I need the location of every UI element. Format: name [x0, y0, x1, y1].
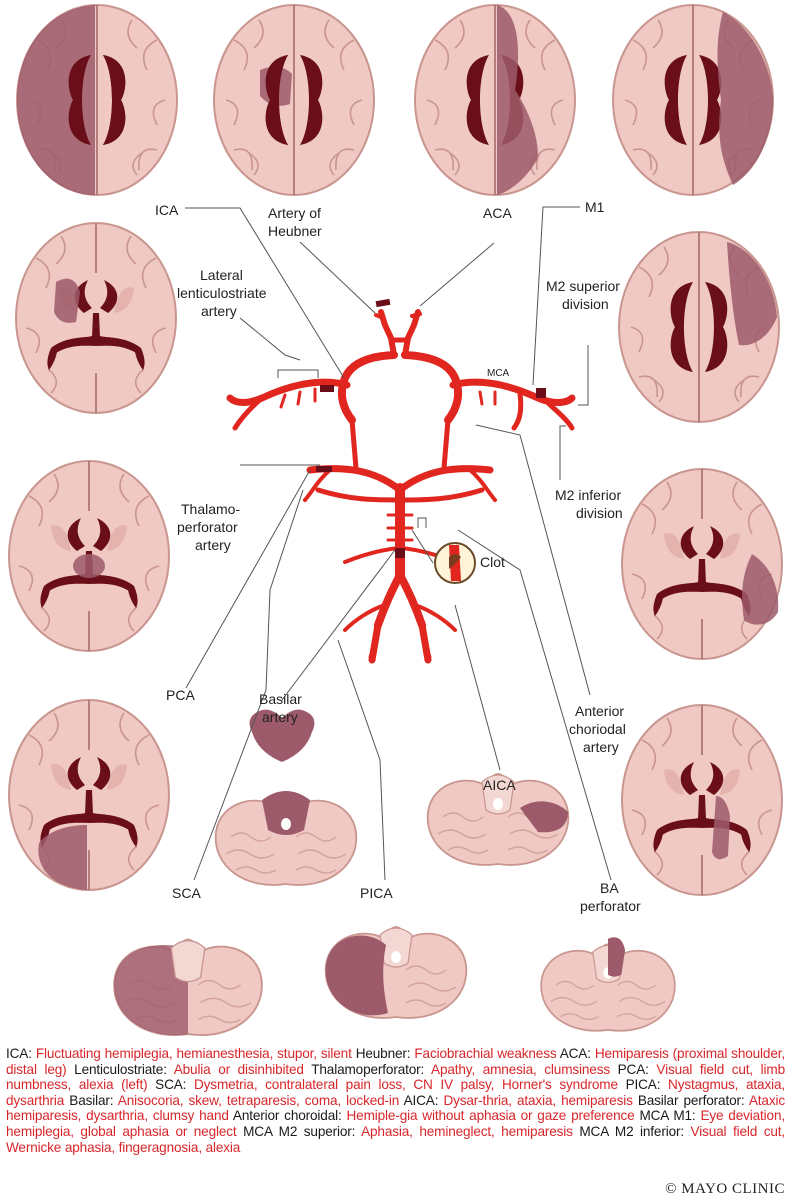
legend-value: Dysar-thria, ataxia, hemiparesis [443, 1092, 633, 1108]
label-basilar-1: Basilar [259, 691, 302, 707]
label-m2-superior-2: division [562, 296, 609, 312]
legend-value: Dysmetria, contralateral pain loss, CN I… [193, 1077, 618, 1093]
brain-aca-territory [414, 4, 576, 196]
label-m2-inferior-2: division [576, 505, 623, 521]
label-aica: AICA [483, 777, 516, 793]
legend-value: Eye deviation, hemiplegia, global aphasi… [6, 1108, 785, 1139]
label-pica: PICA [360, 885, 393, 901]
legend-value: Aphasia, hemineglect, hemiparesis [361, 1123, 573, 1139]
basilar-pons-section [214, 791, 358, 886]
legend-key: MCA M2 superior: [236, 1123, 362, 1139]
ba-perforator-section [540, 937, 676, 1032]
label-pca: PCA [166, 687, 195, 703]
legend-key: PCA: [610, 1061, 657, 1077]
stroke-territory-diagram: ICA Artery of Heubner ACA M1 Lateral len… [8, 4, 783, 1037]
label-m1: M1 [585, 199, 605, 215]
brain-anterior-choroidal-territory [621, 704, 783, 896]
label-ba-2: perforator [580, 898, 641, 914]
label-lenticulo-2: lenticulostriate [177, 285, 267, 301]
pica-section [324, 926, 468, 1019]
label-ba-1: BA [600, 880, 619, 896]
brain-pca-territory [8, 699, 170, 891]
label-m2-superior-1: M2 superior [546, 278, 620, 294]
arterial-tree [226, 298, 576, 664]
label-sca: SCA [172, 885, 201, 901]
brain-lenticulostriate-territory [15, 222, 177, 414]
legend-value: Abulia or disinhibited [173, 1061, 304, 1077]
legend-key: PICA: [617, 1077, 669, 1093]
brain-thalamoperforator-territory [8, 460, 170, 652]
legend-value: Hemiparesis (proximal shoulder, distal l… [6, 1046, 785, 1077]
brain-heubner-territory [213, 4, 375, 196]
label-heubner-1: Artery of [268, 205, 321, 221]
brain-m1-territory [612, 4, 774, 196]
legend-key: ACA: [556, 1046, 595, 1061]
symptom-legend: ICA: Fluctuating hemiplegia, hemianesthe… [6, 1046, 785, 1155]
label-heubner-2: Heubner [268, 223, 322, 239]
legend-key: AICA: [399, 1092, 444, 1108]
label-thalamo-1: Thalamo- [181, 501, 240, 517]
legend-value: Nystagmus, ataxia, dysarthria [6, 1077, 785, 1108]
legend-value: Visual field cut, limb numbness, alexia … [6, 1061, 785, 1093]
aica-section [426, 773, 570, 866]
legend-value: Fluctuating hemiplegia, hemianesthesia, … [35, 1046, 352, 1061]
label-clot: Clot [480, 554, 505, 570]
clot-inset [434, 542, 476, 584]
legend-value: Apathy, amnesia, clumsiness [431, 1061, 611, 1077]
sca-section [113, 938, 263, 1037]
legend-value: Anisocoria, skew, tetraparesis, coma, lo… [117, 1092, 400, 1108]
label-anterior-2: choriodal [569, 721, 626, 737]
copyright-credit: © MAYO CLINIC [665, 1181, 785, 1197]
legend-key: Heubner: [351, 1046, 415, 1061]
brain-m2-superior-territory [618, 231, 780, 423]
label-lenticulo-1: Lateral [200, 267, 243, 283]
legend-value: Ataxic hemiparesis, dysarthria, clumsy h… [6, 1092, 785, 1124]
label-ica: ICA [155, 202, 179, 218]
legend-key: Lenticulostriate: [66, 1061, 174, 1077]
legend-key: ICA: [6, 1046, 36, 1061]
artery-labels: ICA Artery of Heubner ACA M1 Lateral len… [155, 199, 641, 914]
label-anterior-1: Anterior [575, 703, 624, 719]
label-mca: MCA [487, 368, 510, 379]
legend-key: Thalamoperforator: [303, 1061, 432, 1077]
legend-key: MCA M1: [634, 1108, 701, 1124]
label-basilar-2: artery [262, 709, 298, 725]
legend-key: Anterior choroidal: [228, 1108, 347, 1124]
label-m2-inferior-1: M2 inferior [555, 487, 621, 503]
brain-m2-inferior-territory [621, 468, 783, 660]
label-aca: ACA [483, 205, 512, 221]
label-anterior-3: artery [583, 739, 619, 755]
leader-lines [185, 206, 612, 881]
legend-key: MCA M2 inferior: [572, 1123, 691, 1139]
legend-key: Basilar: [64, 1092, 118, 1108]
legend-value: Visual field cut, Wernicke aphasia, fing… [6, 1123, 786, 1155]
legend-key: Basilar perforator: [632, 1092, 749, 1108]
label-lenticulo-3: artery [201, 303, 237, 319]
brain-ica-territory [16, 4, 178, 196]
legend-value: Hemiple-gia without aphasia or gaze pref… [346, 1108, 635, 1124]
label-thalamo-2: perforator [177, 519, 238, 535]
legend-value: Faciobrachial weakness [414, 1046, 557, 1061]
legend-key: SCA: [147, 1077, 194, 1093]
label-thalamo-3: artery [195, 537, 231, 553]
